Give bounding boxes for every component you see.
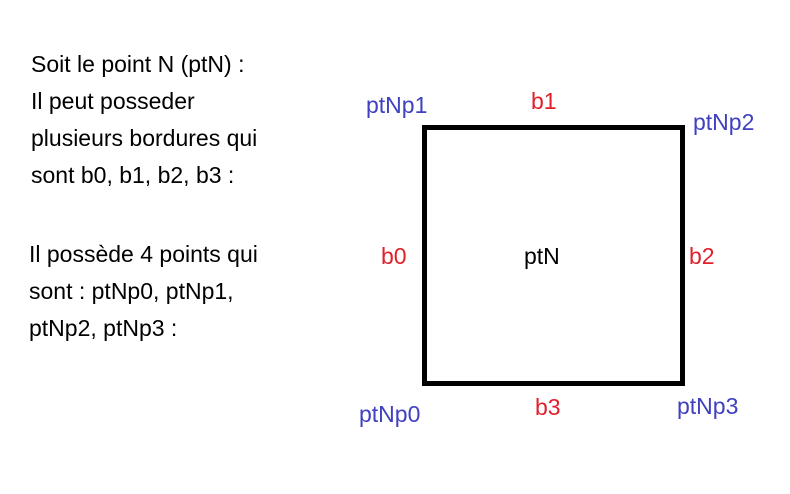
text-line: ptNp2, ptNp3 : (29, 315, 178, 341)
point-square (422, 125, 685, 386)
text-line: Soit le point N (ptN) : (31, 51, 245, 77)
border-label-top: b1 (531, 88, 557, 114)
corner-label-top-left: ptNp1 (366, 92, 428, 118)
text-line: sont : ptNp0, ptNp1, (29, 278, 234, 304)
border-label-right: b2 (689, 243, 715, 269)
text-line: Il possède 4 points qui (29, 241, 258, 267)
description-paragraph-borders: Soit le point N (ptN) : Il peut posseder… (31, 46, 257, 194)
description-paragraph-points: Il possède 4 points qui sont : ptNp0, pt… (29, 236, 258, 347)
corner-label-bottom-right: ptNp3 (677, 393, 739, 419)
border-label-left: b0 (381, 243, 407, 269)
text-line: Il peut posseder (31, 88, 195, 114)
center-label: ptN (524, 243, 560, 269)
text-line: sont b0, b1, b2, b3 : (31, 162, 235, 188)
border-label-bottom: b3 (535, 394, 561, 420)
corner-label-top-right: ptNp2 (693, 109, 755, 135)
corner-label-bottom-left: ptNp0 (359, 401, 421, 427)
text-line: plusieurs bordures qui (31, 125, 258, 151)
